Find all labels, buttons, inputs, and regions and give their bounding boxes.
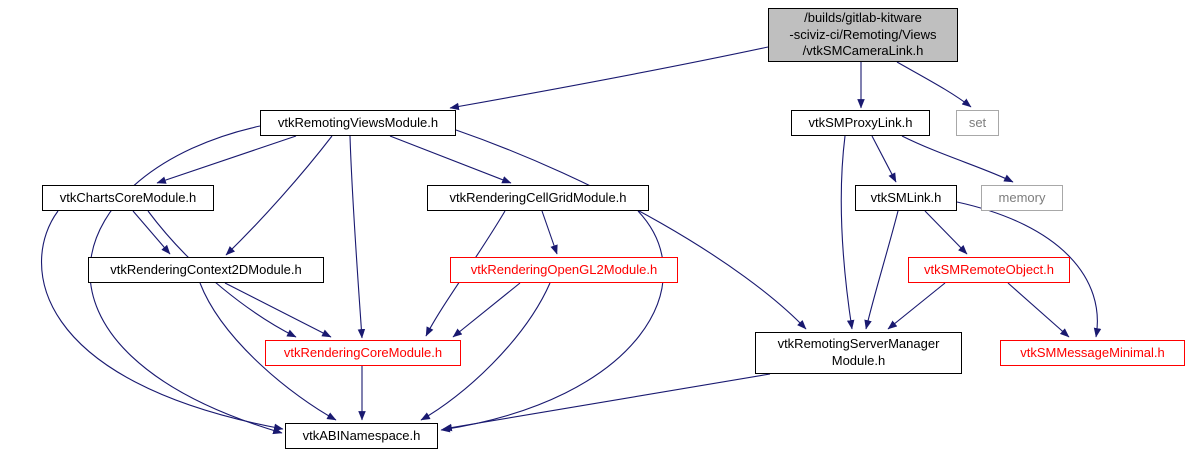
graph-node-vtkRenderingOpenGL2Module[interactable]: vtkRenderingOpenGL2Module.h <box>450 257 678 283</box>
graph-node-label: vtkRenderingContext2DModule.h <box>110 261 302 277</box>
graph-node-label: -sciviz-ci/Remoting/Views <box>789 26 937 42</box>
edge-vtkSMLink-to-vtkSMMessageMinimal <box>956 201 1102 338</box>
graph-node-label: memory <box>998 189 1046 205</box>
graph-node-vtkSMProxyLink[interactable]: vtkSMProxyLink.h <box>791 110 930 136</box>
edge-vtkRenderingCellGridModule-to-vtkABINamespace <box>440 210 664 433</box>
edge-vtkChartsCoreModule-to-vtkRenderingCoreModule <box>147 210 297 338</box>
edge-vtkSMProxyLink-to-vtkRemotingServerManagerModule <box>840 135 855 330</box>
graph-node-vtkSMLink[interactable]: vtkSMLink.h <box>855 185 957 211</box>
edge-vtkRenderingCellGridModule-to-vtkRenderingOpenGL2Module <box>541 210 558 255</box>
graph-node-vtkRemotingViewsModule[interactable]: vtkRemotingViewsModule.h <box>260 110 456 136</box>
graph-node-label: /builds/gitlab-kitware <box>804 10 922 26</box>
edge-vtkSMRemoteObject-to-vtkRemotingServerManagerModule <box>887 282 946 330</box>
edge-vtkRemotingViewsModule-to-vtkRemotingServerManagerModule <box>455 129 807 330</box>
edge-vtkRenderingOpenGL2Module-to-vtkABINamespace <box>420 282 551 421</box>
edge-vtkRenderingOpenGL2Module-to-vtkRenderingCoreModule <box>452 282 521 338</box>
edge-vtkSMCameraLink-to-vtkRemotingViewsModule <box>449 46 769 111</box>
graph-node-memory: memory <box>981 185 1063 211</box>
edge-vtkChartsCoreModule-to-vtkABINamespace <box>41 210 284 432</box>
graph-node-label: vtkSMMessageMinimal.h <box>1020 344 1165 360</box>
graph-node-vtkRenderingCellGridModule[interactable]: vtkRenderingCellGridModule.h <box>427 185 649 211</box>
edge-vtkSMLink-to-vtkRemotingServerManagerModule <box>864 210 899 330</box>
edge-vtkRenderingContext2DModule-to-vtkABINamespace <box>199 282 337 421</box>
edge-vtkRemotingViewsModule-to-vtkChartsCoreModule <box>156 135 297 184</box>
graph-node-vtkChartsCoreModule[interactable]: vtkChartsCoreModule.h <box>42 185 214 211</box>
edge-vtkRemotingViewsModule-to-vtkRenderingCellGridModule <box>389 135 512 184</box>
graph-node-label: set <box>968 114 987 130</box>
graph-node-label: vtkABINamespace.h <box>302 427 421 443</box>
graph-node-label: vtkRenderingOpenGL2Module.h <box>470 261 658 277</box>
graph-node-vtkRenderingContext2DModule[interactable]: vtkRenderingContext2DModule.h <box>88 257 324 283</box>
graph-node-label: vtkSMLink.h <box>870 189 942 205</box>
graph-node-set: set <box>956 110 999 136</box>
edge-vtkSMProxyLink-to-memory <box>901 135 1014 183</box>
edge-vtkSMCameraLink-to-set <box>896 61 972 108</box>
graph-node-vtkSMRemoteObject[interactable]: vtkSMRemoteObject.h <box>908 257 1070 283</box>
edge-vtkSMProxyLink-to-vtkSMLink <box>871 135 897 183</box>
graph-node-label: Module.h <box>831 353 886 368</box>
graph-node-vtkSMCameraLink: /builds/gitlab-kitware-sciviz-ci/Remotin… <box>768 8 958 62</box>
edge-vtkRemotingViewsModule-to-vtkRenderingCoreModule <box>349 135 366 339</box>
graph-node-label: vtkSMProxyLink.h <box>808 114 913 130</box>
graph-node-label: vtkSMRemoteObject.h <box>923 261 1055 277</box>
graph-node-label: vtkRemotingServerManager <box>777 336 940 352</box>
edge-vtkChartsCoreModule-to-vtkRenderingContext2DModule <box>132 210 171 255</box>
graph-node-label: /vtkSMCameraLink.h <box>802 43 924 59</box>
graph-node-label: vtkRenderingCoreModule.h <box>283 344 443 360</box>
edge-vtkSMRemoteObject-to-vtkSMMessageMinimal <box>1007 282 1070 338</box>
graph-node-vtkABINamespace[interactable]: vtkABINamespace.h <box>285 423 438 449</box>
edge-vtkRemotingServerManagerModule-to-vtkABINamespace <box>442 373 771 432</box>
edge-vtkSMLink-to-vtkSMRemoteObject <box>924 210 968 255</box>
graph-node-vtkRenderingCoreModule[interactable]: vtkRenderingCoreModule.h <box>265 340 461 366</box>
edge-vtkRemotingViewsModule-to-vtkRenderingContext2DModule <box>225 135 333 256</box>
graph-node-label: vtkRenderingCellGridModule.h <box>449 189 627 205</box>
graph-node-label: vtkRemotingViewsModule.h <box>277 114 439 130</box>
graph-node-label: vtkChartsCoreModule.h <box>59 189 197 205</box>
graph-node-vtkSMMessageMinimal[interactable]: vtkSMMessageMinimal.h <box>1000 340 1185 366</box>
edge-vtkRenderingContext2DModule-to-vtkRenderingCoreModule <box>224 282 332 338</box>
